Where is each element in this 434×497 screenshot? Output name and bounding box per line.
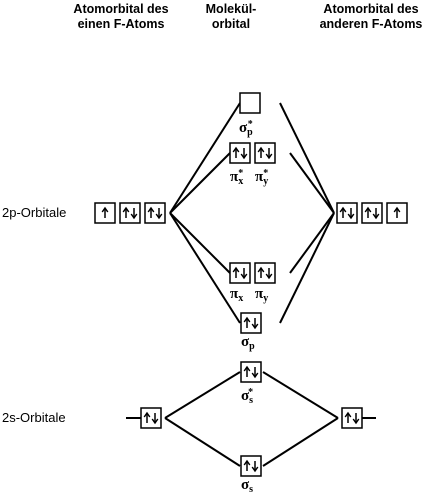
orbital-boxes xyxy=(94,92,408,477)
atom-orbital-left-2p-2 xyxy=(119,202,141,224)
row-label-2s: 2s-Orbitale xyxy=(2,410,66,425)
atom-orbital-left-2p-1 xyxy=(94,202,116,224)
atom-orbital-left-2p-3 xyxy=(144,202,166,224)
mo-box-sigma-p-star xyxy=(239,92,261,114)
line-left-2s-to-sigma-s xyxy=(164,417,241,467)
header-right-line2: anderen F-Atoms xyxy=(319,17,423,31)
mo-label-sigma-s-star: σs* xyxy=(241,387,254,406)
mo-box-pi-x-star xyxy=(229,142,251,164)
mo-box-sigma-s xyxy=(240,455,262,477)
line-right-2p-to-pi xyxy=(289,212,335,274)
line-left-2s-to-sigma-s-star xyxy=(164,371,241,419)
atom-orbital-right-2p-2 xyxy=(361,202,383,224)
atom-orbital-right-2p-3 xyxy=(386,202,408,224)
header-left-atom: Atomorbital des einen F-Atoms xyxy=(58,2,184,32)
row-label-2p: 2p-Orbitale xyxy=(2,205,67,220)
atom-orbital-left-2s xyxy=(140,407,162,429)
line-right-2s-to-sigma-s-star xyxy=(262,371,339,419)
header-left-line2: einen F-Atoms xyxy=(77,17,165,31)
mo-box-pi-y xyxy=(254,262,276,284)
mo-label-sigma-s: σs xyxy=(241,477,254,496)
mo-label-pi-y-star: πy* xyxy=(255,168,269,187)
header-right-atom: Atomorbital des anderen F-Atoms xyxy=(308,2,434,32)
atom-orbital-right-2p-1 xyxy=(336,202,358,224)
mo-label-pi-x: πx xyxy=(230,286,244,305)
line-right-2p-to-sigma-p xyxy=(279,212,335,324)
line-left-2p-to-sigma-p-star xyxy=(169,102,241,214)
correlation-lines xyxy=(126,102,376,467)
line-left-2p-to-sigma-p xyxy=(169,212,241,324)
mo-box-pi-y-star xyxy=(254,142,276,164)
line-right-2p-to-pi-star xyxy=(289,152,335,214)
mo-label-pi-y: πy xyxy=(255,286,269,305)
mo-label-sigma-p: σp xyxy=(241,334,255,353)
mo-box-pi-x xyxy=(229,262,251,284)
header-right-line1: Atomorbital des xyxy=(323,2,419,16)
mo-box-sigma-s-star xyxy=(240,361,262,383)
line-right-2p-to-sigma-p-star xyxy=(279,102,335,214)
line-left-2p-to-pi xyxy=(169,212,231,274)
header-middle-line1: Molekül- xyxy=(205,2,257,16)
mo-label-pi-x-star: πx* xyxy=(230,168,244,187)
line-left-2p-to-pi-star xyxy=(169,152,231,214)
header-molecule-orbital: Molekül- orbital xyxy=(186,2,276,32)
atom-orbital-right-2s xyxy=(341,407,363,429)
line-right-2s-to-sigma-s xyxy=(262,417,339,467)
header-left-line1: Atomorbital des xyxy=(73,2,169,16)
header-middle-line2: orbital xyxy=(211,17,251,31)
mo-box-sigma-p xyxy=(240,312,262,334)
mo-label-sigma-p-star: σp* xyxy=(239,119,253,138)
